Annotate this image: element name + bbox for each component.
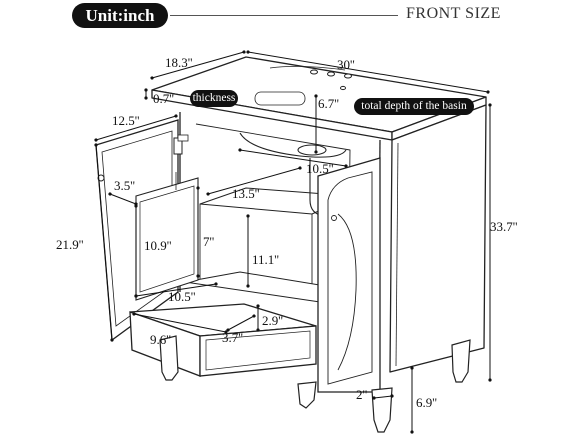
dim-thickness: 0.7'' [153, 91, 174, 106]
legs [159, 335, 471, 433]
dim-drawer-height: 2.9'' [262, 313, 283, 328]
dim-shelf-clearance: 3.5'' [114, 178, 135, 193]
dim-leg-width: 2'' [356, 387, 367, 402]
dim-drawer-width: 9.6'' [150, 332, 171, 347]
basin-depth-callout: total depth of the basin [354, 98, 474, 115]
dim-cabinet-height: 21.9'' [56, 237, 83, 252]
dim-leg-height: 6.9'' [416, 395, 437, 410]
thickness-callout: thickness [190, 90, 238, 107]
dim-total-height: 33.7'' [490, 219, 517, 234]
dimension-lines [94, 50, 492, 434]
dim-top-width: 30'' [337, 57, 355, 72]
door-organizer [135, 172, 199, 301]
dim-basin-depth: 6.7'' [318, 96, 339, 111]
dim-center-height: 11.1'' [252, 252, 279, 267]
dim-side-depth: 18.3'' [165, 55, 192, 70]
view-title: FRONT SIZE [406, 5, 501, 22]
dim-shelf-height: 7'' [203, 234, 214, 249]
unit-badge: Unit:inch [72, 3, 168, 28]
dim-basin-opening: 10.5'' [306, 161, 333, 176]
dim-door-width: 12.5'' [112, 113, 139, 128]
header-divider [170, 15, 398, 16]
dim-inner-height: 10.9'' [144, 238, 171, 253]
right-door [317, 157, 381, 393]
dim-drawer-depth: 3.7'' [222, 330, 243, 345]
dim-inner-width: 10.5'' [168, 289, 195, 304]
dim-shelf-depth: 13.5'' [232, 186, 259, 201]
